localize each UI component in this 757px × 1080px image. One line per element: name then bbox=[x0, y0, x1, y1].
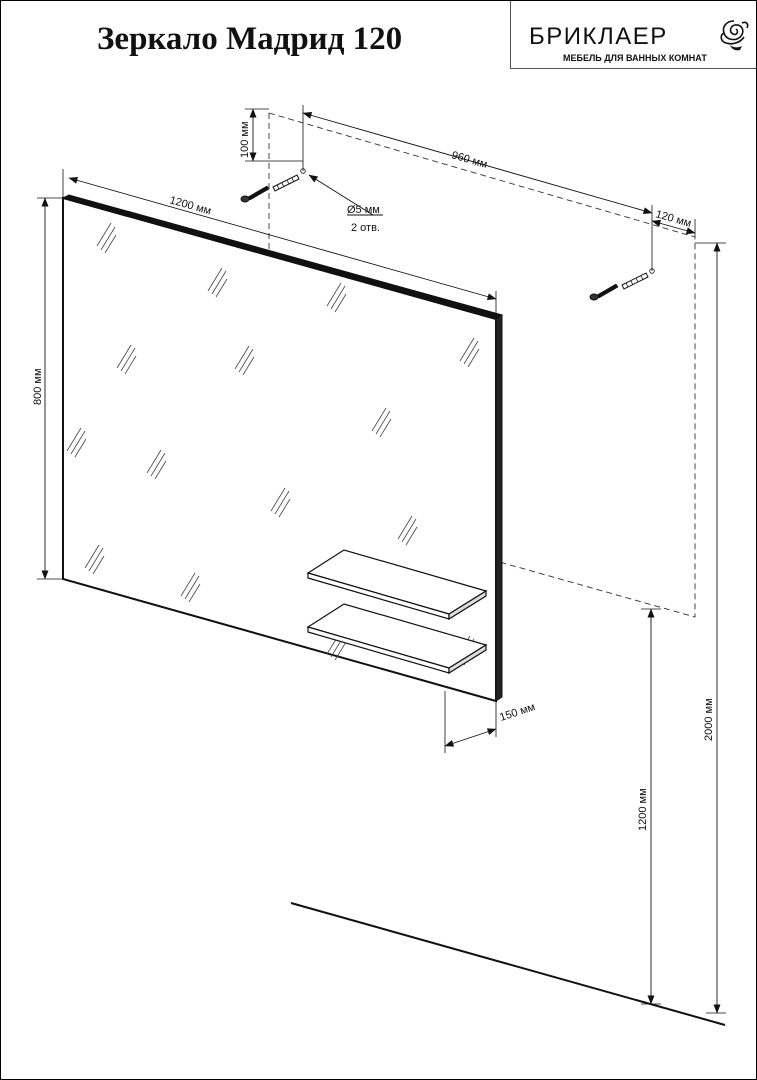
rose-icon bbox=[720, 20, 749, 51]
screw-right bbox=[589, 268, 655, 301]
dim-label-shelf-depth: 150 мм bbox=[498, 701, 536, 724]
floor-line bbox=[290, 902, 726, 1026]
brand-logo: БРИКЛАЕР МЕБЕЛЬ ДЛЯ ВАННЫХ КОМНАТ bbox=[510, 1, 756, 69]
dim-label-mirror-width: 1200 мм bbox=[168, 194, 212, 217]
dim-line-hole-spacing bbox=[302, 111, 653, 215]
dimension-lines bbox=[41, 108, 721, 1014]
brand-name: БРИКЛАЕР bbox=[529, 23, 668, 50]
dim-line-hole-leader bbox=[308, 174, 374, 216]
dim-label-mirror-height: 800 мм bbox=[32, 368, 44, 405]
lower-shelf bbox=[306, 603, 488, 675]
dim-line-side-offset bbox=[651, 219, 696, 235]
dim-line-mirror-width bbox=[68, 176, 497, 301]
screw-left bbox=[240, 168, 306, 203]
mirror-panel bbox=[61, 194, 504, 703]
upper-shelf bbox=[306, 549, 488, 621]
brand-tagline: МЕБЕЛЬ ДЛЯ ВАННЫХ КОМНАТ bbox=[563, 53, 707, 63]
dim-label-top-height: 2000 мм bbox=[703, 698, 715, 741]
dim-label-hole-count: 2 отв. bbox=[351, 222, 380, 234]
page-title: Зеркало Мадрид 120 bbox=[97, 21, 403, 57]
dim-line-shelf-depth bbox=[444, 728, 497, 747]
dim-label-bottom-height: 1200 мм bbox=[637, 788, 649, 831]
dim-label-hole-diameter: Ø5 мм bbox=[347, 204, 380, 216]
dim-label-top-offset: 100 мм bbox=[239, 121, 251, 158]
